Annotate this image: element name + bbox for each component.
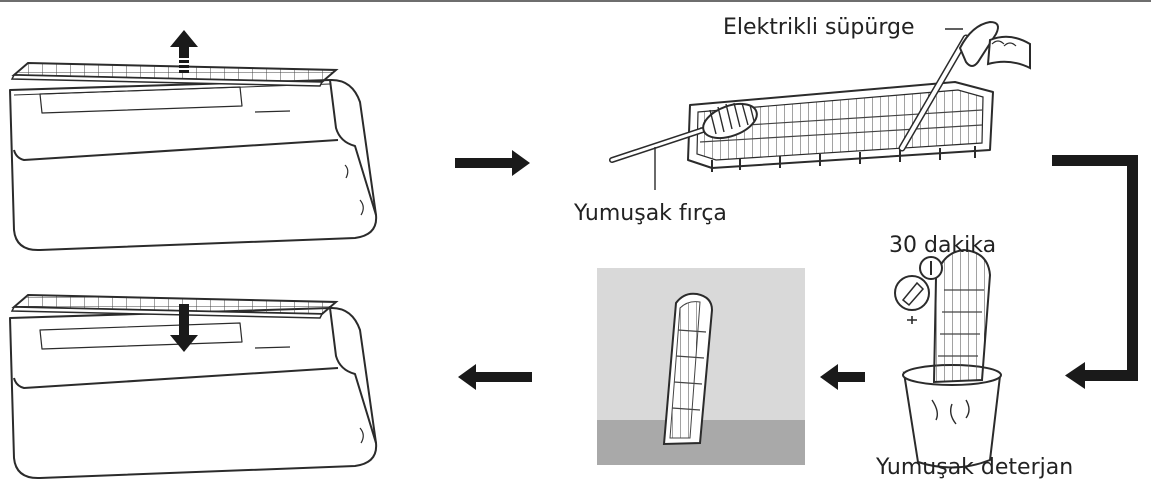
vacuum-cleaner-label: Elektrikli süpürge	[723, 15, 915, 40]
filter-soak-step	[894, 248, 1002, 469]
air-conditioner-indoor-unit	[9, 306, 378, 480]
timer-icon	[919, 256, 943, 280]
filter-drying-upright	[662, 292, 714, 446]
top-border-line	[0, 0, 1151, 2]
elbow-arrow-icon	[1052, 155, 1138, 389]
vacuum-cleaner	[898, 20, 1031, 152]
filter-vacuum-brush-step	[609, 20, 1031, 190]
mild-detergent-label: Yumuşak deterjan	[876, 455, 1074, 480]
soft-brush-label: Yumuşak fırça	[574, 201, 727, 226]
filter-dry-step	[597, 268, 805, 465]
air-filter-lifted	[10, 61, 339, 87]
soak-time-label: 30 dakika	[889, 233, 997, 258]
arrow-right-icon	[455, 150, 530, 176]
unit-filter-insertion	[9, 293, 378, 480]
unit-filter-removal	[9, 30, 378, 252]
arrow-left-icon	[458, 364, 532, 390]
soft-brush	[609, 102, 758, 190]
arrow-down-icon	[170, 304, 198, 352]
arrow-up-icon	[170, 30, 198, 73]
arrow-left-icon	[820, 364, 865, 390]
air-filter-lowering	[10, 293, 339, 319]
filter-submerged	[932, 248, 992, 384]
detergent-bottle-icon	[894, 275, 930, 324]
air-conditioner-indoor-unit	[9, 78, 378, 252]
